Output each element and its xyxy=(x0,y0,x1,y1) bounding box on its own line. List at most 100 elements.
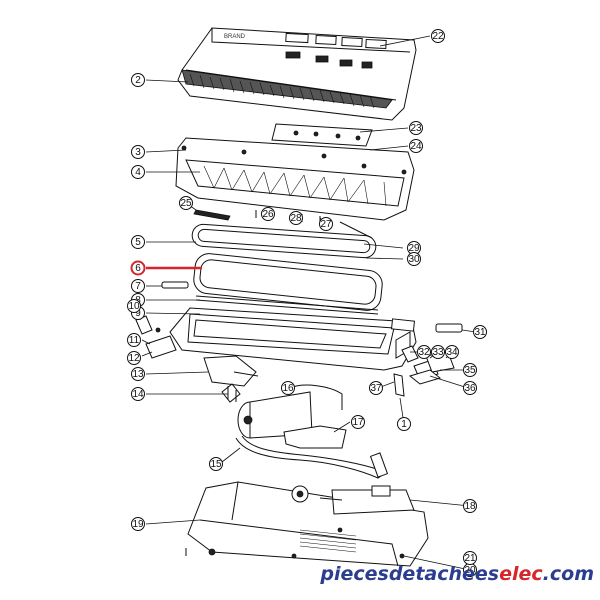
callout-number: 10 xyxy=(128,301,140,312)
callout-circle xyxy=(127,351,141,365)
callout-4: 4 xyxy=(131,165,145,179)
callout-number: 9 xyxy=(135,308,141,319)
pin-and-strip xyxy=(161,281,379,315)
right-side-parts xyxy=(393,323,463,397)
callout-circle xyxy=(131,517,145,531)
callout-18: 18 xyxy=(463,499,477,513)
brand-label: BRAND xyxy=(224,34,246,40)
upper-gasket xyxy=(191,223,377,259)
callout-3: 3 xyxy=(131,145,145,159)
callout-32: 32 xyxy=(417,345,431,359)
callout-16: 16 xyxy=(281,381,295,395)
callout-circle xyxy=(463,363,477,377)
callout-circle xyxy=(209,457,223,471)
callout-circle xyxy=(431,29,445,43)
callout-number: 14 xyxy=(132,389,144,400)
callout-circle xyxy=(131,279,145,293)
callout-circle xyxy=(463,381,477,395)
callout-1: 1 xyxy=(397,417,411,431)
callout-26: 26 xyxy=(261,207,275,221)
callout-number: 25 xyxy=(180,198,192,209)
callout-circle xyxy=(261,207,275,221)
callout-number: 4 xyxy=(135,167,141,178)
motor-clip xyxy=(283,425,347,449)
callout-circle xyxy=(131,145,145,159)
callout-number: 21 xyxy=(464,553,476,564)
callout-circle xyxy=(179,196,193,210)
callout-6: 6 xyxy=(130,260,146,276)
callout-layer: 1234567891011121314151617181920212223242… xyxy=(127,29,487,577)
callout-circle xyxy=(281,381,295,395)
callout-number: 17 xyxy=(352,417,364,428)
callout-2: 2 xyxy=(131,73,145,87)
callout-7: 7 xyxy=(131,279,145,293)
watermark-secondary: elec xyxy=(499,563,543,585)
callout-12: 12 xyxy=(127,351,141,365)
callout-number: 30 xyxy=(408,254,420,265)
callout-number: 18 xyxy=(464,501,476,512)
callout-circle xyxy=(131,165,145,179)
callout-5: 5 xyxy=(131,235,145,249)
callout-number: 15 xyxy=(210,459,222,470)
callout-circle xyxy=(351,415,365,429)
callout-number: 19 xyxy=(132,519,144,530)
callout-number: 7 xyxy=(135,281,141,292)
callout-circle xyxy=(127,333,141,347)
highlighted-gasket xyxy=(193,253,383,311)
callout-35: 35 xyxy=(463,363,477,377)
callout-number: 26 xyxy=(262,209,274,220)
base-tray xyxy=(169,307,417,371)
callout-31: 31 xyxy=(473,325,487,339)
callout-number: 12 xyxy=(128,353,140,364)
callout-number: 2 xyxy=(135,75,141,86)
callout-circle xyxy=(417,345,431,359)
callout-23: 23 xyxy=(409,121,423,135)
callout-circle xyxy=(473,325,487,339)
callout-19: 19 xyxy=(131,517,145,531)
top-cover: BRAND xyxy=(177,27,417,121)
callout-number: 27 xyxy=(320,219,332,230)
callout-circle xyxy=(445,345,459,359)
watermark-primary: piecesdetachees xyxy=(319,563,499,585)
callout-number: 24 xyxy=(410,141,422,152)
left-hinge xyxy=(135,315,177,359)
callout-33: 33 xyxy=(431,345,445,359)
callout-37: 37 xyxy=(369,381,383,395)
pump-screws xyxy=(227,386,237,402)
callout-36: 36 xyxy=(463,381,477,395)
callout-25: 25 xyxy=(179,196,193,210)
callout-circle xyxy=(127,299,141,313)
callout-11: 11 xyxy=(127,333,141,347)
callout-27: 27 xyxy=(319,217,333,231)
callout-number: 1 xyxy=(401,419,407,430)
callout-circle xyxy=(319,217,333,231)
callout-circle xyxy=(289,211,303,225)
callout-21: 21 xyxy=(463,551,477,565)
callout-17: 17 xyxy=(351,415,365,429)
watermark: piecesdetacheeselec.com xyxy=(319,563,594,585)
callout-circle xyxy=(131,387,145,401)
callout-number: 34 xyxy=(446,347,458,358)
callout-10: 10 xyxy=(127,299,141,313)
callout-circle xyxy=(131,367,145,381)
callout-circle xyxy=(407,252,421,266)
callout-34: 34 xyxy=(445,345,459,359)
callout-circle xyxy=(463,551,477,565)
callout-circle xyxy=(130,260,146,276)
watermark-tld: .com xyxy=(543,563,594,585)
callout-number: 16 xyxy=(282,383,294,394)
callout-number: 23 xyxy=(410,123,422,134)
control-pcb xyxy=(271,123,373,147)
callout-circle xyxy=(131,73,145,87)
callout-number: 20 xyxy=(464,565,476,576)
svg-text:piecesdetacheeselec.com: piecesdetacheeselec.com xyxy=(319,563,594,585)
callout-number: 28 xyxy=(290,213,302,224)
callout-14: 14 xyxy=(131,387,145,401)
callout-number: 6 xyxy=(135,263,141,274)
callout-number: 35 xyxy=(464,365,476,376)
bottom-housing xyxy=(185,481,429,567)
callout-circle xyxy=(369,381,383,395)
callout-number: 22 xyxy=(432,31,444,42)
upper-frame xyxy=(175,137,415,221)
